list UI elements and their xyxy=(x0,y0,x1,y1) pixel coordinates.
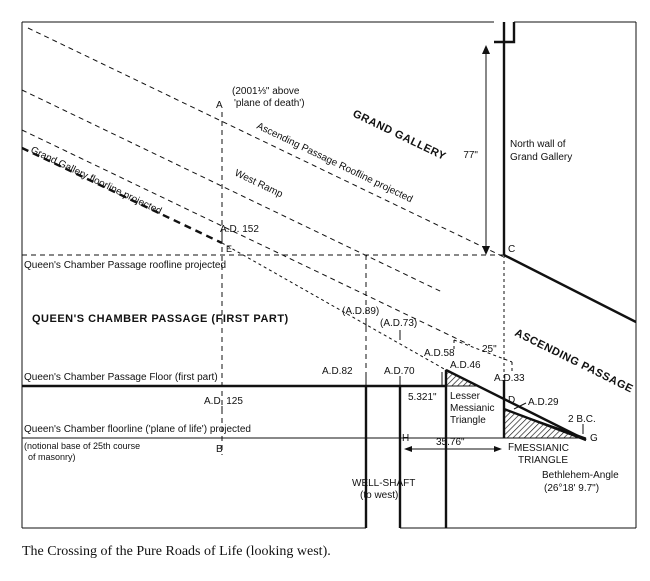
label-len-25: 25" xyxy=(482,344,497,355)
label-notional-2: of masonry) xyxy=(28,452,76,462)
diagram-caption: The Crossing of the Pure Roads of Life (… xyxy=(22,544,331,559)
label-ad82: A.D.82 xyxy=(322,366,353,377)
label-point-a: A xyxy=(216,100,223,111)
label-well-2: (to west) xyxy=(360,490,398,501)
label-qcp-floor: Queen's Chamber Passage Floor (first par… xyxy=(24,372,218,383)
label-north-wall-1: North wall of xyxy=(510,139,566,150)
label-above-1: (2001⅓" above xyxy=(232,86,300,97)
label-above-2: 'plane of death') xyxy=(234,98,305,109)
label-ad152: A.D. 152 xyxy=(220,224,259,235)
gg-floorline-continued xyxy=(221,242,447,371)
triangle-hyp xyxy=(503,407,587,442)
label-ad46: A.D.46 xyxy=(450,360,481,371)
len-3576-arrow-r xyxy=(494,446,502,452)
label-ad73: (A.D.73) xyxy=(380,318,417,329)
label-well-1: WELL-SHAFT xyxy=(352,478,415,489)
len-3576-arrow-l xyxy=(404,446,412,452)
label-lesser-3: Triangle xyxy=(450,415,486,426)
len-25-bracket xyxy=(453,339,513,363)
label-north-wall-2: Grand Gallery xyxy=(510,152,572,163)
gg-floorline-projected xyxy=(21,146,223,245)
label-gg-floorline: Grand Gallery floorline projected xyxy=(29,145,163,217)
label-lesser-2: Messianic xyxy=(450,403,494,414)
label-ad33: A.D.33 xyxy=(494,373,525,384)
label-bethlehem-2: (26°18' 9.7") xyxy=(544,483,599,494)
label-messianic-2: TRIANGLE xyxy=(518,455,568,466)
grand-gallery-roof-line xyxy=(27,27,507,259)
ascending-roofline-projected xyxy=(21,89,443,293)
label-west-ramp: West Ramp xyxy=(233,168,285,201)
ascending-passage-roof xyxy=(503,253,637,324)
label-len-5321: 5.321" xyxy=(408,392,437,403)
label-ad58: A.D.58 xyxy=(424,348,455,359)
label-point-d: D xyxy=(508,395,515,406)
lesser-messianic-triangle xyxy=(445,369,479,387)
arrow-ad29 xyxy=(513,402,527,410)
label-ad89: (A.D.89) xyxy=(342,306,379,317)
label-ad125: A.D. 125 xyxy=(204,396,243,407)
label-lesser-1: Lesser xyxy=(450,391,481,402)
label-ascending-passage: ASCENDING PASSAGE xyxy=(513,327,635,396)
label-ad70: A.D.70 xyxy=(384,366,415,377)
label-point-f: F xyxy=(508,442,514,453)
label-qc-floorline: Queen's Chamber floorline ('plane of lif… xyxy=(24,424,251,435)
label-point-h: H xyxy=(402,433,409,444)
north-wall-line xyxy=(494,22,516,255)
height-arrow-top xyxy=(482,45,490,54)
label-point-b: B xyxy=(216,444,223,455)
label-point-e: E xyxy=(226,244,232,254)
label-qcp-first: QUEEN'S CHAMBER PASSAGE (FIRST PART) xyxy=(32,313,289,325)
west-ramp-line xyxy=(21,129,471,346)
label-notional-1: (notional base of 25th course xyxy=(24,441,140,451)
label-height-77: 77" xyxy=(463,150,478,161)
label-bethlehem-1: Bethlehem-Angle xyxy=(542,470,619,481)
label-2bc: 2 B.C. xyxy=(568,414,596,425)
height-arrow-bottom xyxy=(482,246,490,255)
label-len-3576: 35.76" xyxy=(436,437,465,448)
label-grand-gallery: GRAND GALLERY xyxy=(351,108,448,163)
label-qcp-roofline: Queen's Chamber Passage roofline project… xyxy=(24,260,226,271)
label-messianic-1: MESSIANIC xyxy=(514,443,569,454)
label-point-g: G xyxy=(590,433,598,444)
label-point-c: C xyxy=(508,244,515,255)
label-ad29: A.D.29 xyxy=(528,397,559,408)
